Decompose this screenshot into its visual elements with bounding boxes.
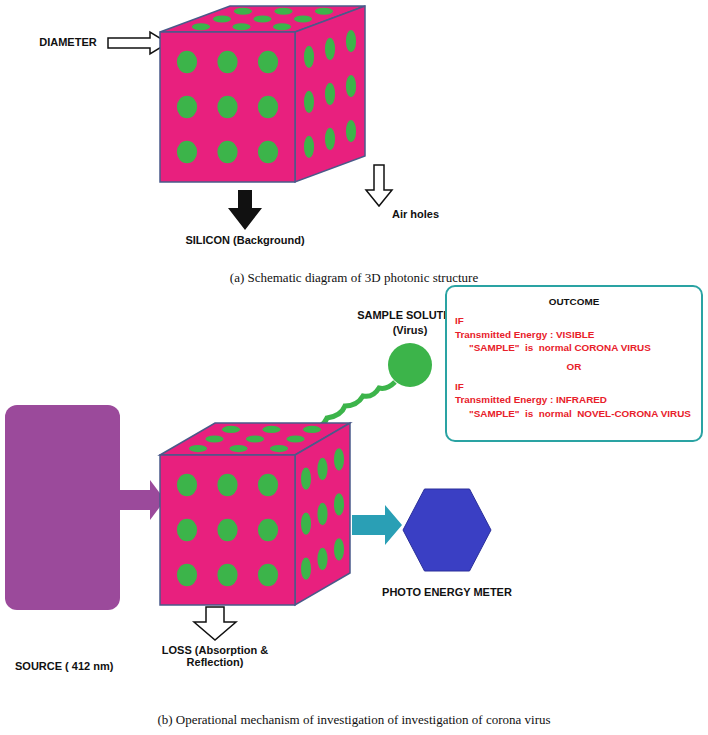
part-label: Air holes	[392, 208, 472, 220]
air-hole	[229, 445, 247, 452]
hexagon	[403, 489, 491, 571]
air-hole	[346, 120, 356, 142]
air-hole	[325, 128, 335, 150]
air-hole	[258, 51, 278, 73]
air-hole	[317, 548, 327, 570]
label-text: PHOTO ENERGY METER	[372, 586, 522, 598]
part-label: DIAMETER	[30, 36, 106, 48]
air-hole	[205, 435, 223, 442]
air-hole	[294, 15, 312, 22]
air-hole	[301, 557, 311, 579]
air-hole	[334, 538, 344, 560]
loss-arrow	[194, 607, 236, 640]
source-box: SOURCE ( 412 nm)	[5, 405, 120, 610]
air-hole	[304, 91, 314, 113]
air-hole	[258, 141, 278, 163]
label-text: IF	[455, 380, 693, 393]
air-hole	[217, 474, 237, 496]
air-hole	[346, 30, 356, 52]
air-hole	[317, 503, 327, 525]
meter-hexagon: PHOTO ENERGY METER	[402, 488, 492, 572]
air-hole	[286, 435, 304, 442]
air-hole	[317, 458, 327, 480]
air-hole	[234, 8, 252, 15]
label-text: OR	[455, 360, 693, 373]
outcome-box: OUTCOMEIFTransmitted Energy : VISIBLE"SA…	[445, 285, 703, 442]
light-arrow	[352, 505, 402, 545]
sample-circle: SAMPLE SOLUTION (Virus)	[388, 343, 432, 387]
air-hole	[274, 8, 292, 15]
hexagon-shape	[402, 488, 492, 572]
air-hole	[258, 96, 278, 118]
air-hole	[253, 15, 271, 22]
label-text: Transmitted Energy : INFRARED	[455, 393, 693, 406]
air-hole	[303, 426, 321, 433]
air-hole	[304, 136, 314, 158]
air-hole	[217, 141, 237, 163]
air-hole	[325, 83, 335, 105]
label-text: "SAMPLE" is normal NOVEL-CORONA VIRUS	[455, 407, 693, 420]
label-text: SOURCE ( 412 nm)	[15, 660, 113, 672]
caption: (a) Schematic diagram of 3D photonic str…	[214, 270, 494, 286]
air-hole	[270, 445, 288, 452]
cube-front	[160, 32, 295, 182]
air-hole	[258, 519, 278, 541]
part-label: LOSS (Absorption & Reflection)	[150, 644, 280, 668]
pointer-arrow	[366, 165, 392, 206]
air-hole	[217, 51, 237, 73]
cube-side	[295, 423, 350, 605]
air-hole	[273, 23, 291, 30]
air-hole	[177, 564, 197, 586]
air-hole	[315, 8, 333, 15]
air-hole	[192, 23, 210, 30]
air-hole	[213, 15, 231, 22]
air-hole	[334, 448, 344, 470]
air-hole	[232, 23, 250, 30]
pointer-arrow	[108, 32, 168, 54]
air-hole	[325, 38, 335, 60]
air-hole	[346, 75, 356, 97]
air-hole	[301, 512, 311, 534]
air-hole	[177, 141, 197, 163]
air-hole	[301, 467, 311, 489]
cube-side	[295, 6, 365, 182]
air-hole	[177, 51, 197, 73]
light-arrow	[120, 480, 165, 520]
air-hole	[258, 564, 278, 586]
caption: (b) Operational mechanism of investigati…	[144, 712, 564, 728]
air-hole	[177, 474, 197, 496]
air-hole	[217, 564, 237, 586]
air-hole	[246, 435, 264, 442]
air-hole	[258, 474, 278, 496]
air-hole	[262, 426, 280, 433]
air-hole	[177, 96, 197, 118]
air-hole	[217, 96, 237, 118]
air-hole	[222, 426, 240, 433]
air-hole	[189, 445, 207, 452]
cube-front	[160, 455, 295, 605]
air-hole	[334, 493, 344, 515]
air-hole	[177, 519, 197, 541]
label-text: "SAMPLE" is normal CORONA VIRUS	[455, 341, 693, 354]
air-hole	[304, 46, 314, 68]
label-text: OUTCOME	[455, 295, 693, 308]
pointer-arrow	[228, 190, 262, 230]
label-text: IF	[455, 314, 693, 327]
air-hole	[217, 519, 237, 541]
label-text: Transmitted Energy : VISIBLE	[455, 328, 693, 341]
part-label: SILICON (Background)	[180, 234, 310, 246]
